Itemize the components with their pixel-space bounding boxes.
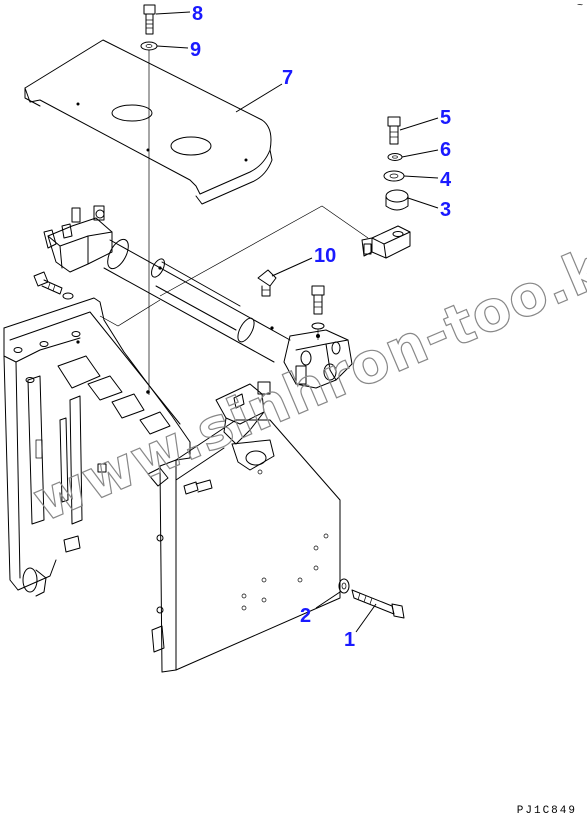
callout-2: 2 (300, 605, 311, 627)
corner-mark: ~ (577, 0, 583, 11)
callout-5: 5 (440, 107, 451, 129)
callout-10: 10 (314, 245, 336, 267)
part-6-washer (387, 153, 403, 161)
assembly-line-bracket (159, 205, 369, 297)
callout-6: 6 (440, 139, 451, 161)
figure-code: PJ1C849 (516, 805, 577, 817)
part-7-cover (24, 39, 273, 205)
part-10-fitting (257, 269, 277, 297)
callout-4: 4 (440, 169, 452, 191)
watermark-text: www.sinhron-too.kz (24, 222, 587, 535)
clamp-bolt (311, 285, 325, 340)
callout-8: 8 (192, 3, 203, 25)
leader-lines (155, 11, 439, 633)
part-8-bolt (143, 4, 156, 35)
assembly-line-shaft (99, 299, 161, 327)
callout-3: 3 (440, 199, 451, 221)
callout-7: 7 (282, 67, 293, 89)
part-9-washer (140, 41, 158, 51)
main-frame (3, 297, 341, 673)
part-3-bracket (361, 189, 411, 259)
callout-labels: 1 2 3 4 5 6 7 8 9 10 (190, 3, 452, 651)
steering-column (43, 205, 353, 389)
frame-bolt-left (33, 271, 74, 300)
callout-1: 1 (344, 629, 355, 651)
part-4-washer (383, 170, 405, 182)
part-2-washer (338, 578, 350, 594)
callout-9: 9 (190, 39, 201, 61)
part-5-bolt (387, 116, 401, 145)
part-1-bolt (351, 589, 405, 619)
